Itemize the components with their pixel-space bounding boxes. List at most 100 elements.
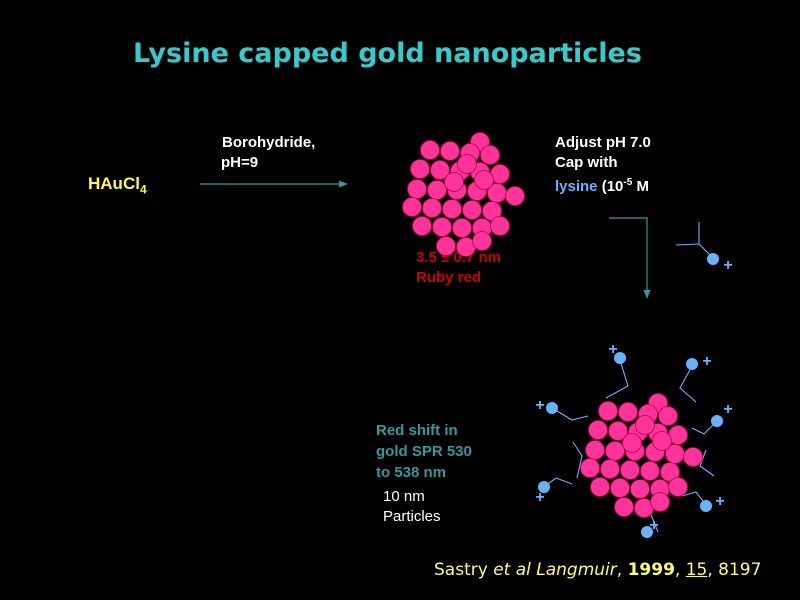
slide-title: Lysine capped gold nanoparticles [133, 38, 642, 69]
free-lysine-ligand [675, 222, 714, 259]
gold-atom [652, 431, 672, 451]
gold-atom [474, 170, 494, 190]
conc-close: M [632, 178, 649, 195]
gold-atom [608, 421, 628, 441]
lysine-amine-group [700, 500, 712, 512]
gold-atom [610, 478, 630, 498]
lysine-word: lysine [555, 178, 598, 195]
cite-volume: 15 [685, 560, 708, 580]
gold-atom [614, 497, 634, 517]
lysine-amine-group [546, 402, 558, 414]
gold-atom [412, 216, 432, 236]
gold-atom [457, 154, 477, 174]
shift-line3: to 538 nm [376, 464, 447, 481]
particle2-line1: 10 nm [383, 488, 425, 505]
gold-atom [472, 231, 492, 251]
ligand-ends: + + + + + + + + [535, 253, 733, 538]
gold-atom [407, 179, 427, 199]
arrow-reduction [200, 180, 348, 188]
particle2-line2: Particles [383, 508, 441, 525]
gold-atom [600, 459, 620, 479]
step1-line1: Borohydride, [222, 134, 316, 151]
conc-open: (10 [597, 178, 624, 195]
positive-charge: + [535, 489, 544, 506]
gold-atom [490, 216, 510, 236]
gold-atom [658, 406, 678, 426]
gold-atom [505, 186, 525, 206]
particle1-label: 3.5 ± 0.7 nm Ruby red [416, 248, 501, 288]
gold-atom [635, 415, 655, 435]
gold-atom [598, 401, 618, 421]
positive-charge: + [608, 341, 617, 358]
arrow-capping [609, 217, 651, 299]
gold-atom [452, 218, 472, 238]
cite-author: Sastry [434, 560, 494, 580]
positive-charge: + [535, 397, 544, 414]
lysine-amine-group [686, 358, 698, 370]
cite-sep: , [707, 560, 719, 580]
reactant-subscript: 4 [139, 182, 147, 197]
positive-charge: + [723, 401, 732, 418]
gold-atom [480, 145, 500, 165]
lysine-amine-group [707, 253, 719, 265]
gold-atom [440, 141, 460, 161]
particle2-label: 10 nm Particles [383, 487, 441, 527]
cite-sep: , [616, 560, 628, 580]
step2-line2: Cap with [555, 154, 618, 171]
gold-atom [585, 440, 605, 460]
gold-atom [588, 420, 608, 440]
gold-atom [430, 160, 450, 180]
gold-atom [590, 477, 610, 497]
gold-atom [580, 458, 600, 478]
step2-conditions: Adjust pH 7.0 Cap with lysine (10-5 M [555, 133, 651, 197]
nanoparticle-capped [580, 393, 703, 518]
positive-charge: + [702, 353, 711, 370]
cite-sep: , [674, 560, 686, 580]
gold-atom [620, 460, 640, 480]
shift-line1: Red shift in [376, 422, 458, 439]
reactant-main: HAuCl [88, 174, 140, 193]
lysine-amine-group [711, 415, 723, 427]
conc-exponent: -5 [623, 177, 633, 188]
gold-atom [432, 217, 452, 237]
gold-atom [622, 433, 642, 453]
positive-charge: + [723, 257, 732, 274]
positive-charge: + [649, 517, 658, 534]
cite-page: 8197 [718, 560, 762, 580]
gold-atom [640, 461, 660, 481]
lysine-amine-group [538, 481, 550, 493]
gold-atom [410, 159, 430, 179]
nanoparticle-ruby [402, 132, 525, 257]
lysine-amine-group [614, 352, 626, 364]
gold-atom [683, 447, 703, 467]
cite-etal: et al Langmuir [493, 560, 617, 580]
citation: Sastry et al Langmuir, 1999, 15, 8197 [434, 560, 761, 580]
gold-atom [462, 200, 482, 220]
gold-atom [668, 477, 688, 497]
gold-atom [427, 180, 447, 200]
lysine-amine-group [641, 526, 653, 538]
particle1-color: Ruby red [416, 269, 482, 286]
step1-conditions: Borohydride, pH=9 [221, 133, 316, 173]
cite-year: 1999 [627, 560, 675, 580]
red-shift-label: Red shift in gold SPR 530 to 538 nm [376, 420, 472, 483]
gold-atom [436, 236, 456, 256]
gold-atom [422, 198, 442, 218]
reactant-formula: HAuCl4 [88, 174, 147, 196]
gold-atom [605, 441, 625, 461]
gold-atom [444, 172, 464, 192]
shift-line2: gold SPR 530 [376, 443, 472, 460]
particle1-size: 3.5 ± 0.7 nm [416, 249, 501, 266]
gold-atom [650, 492, 670, 512]
positive-charge: + [715, 493, 724, 510]
step1-line2: pH=9 [221, 154, 259, 171]
gold-atom [630, 479, 650, 499]
gold-atom [442, 199, 462, 219]
gold-atom [618, 402, 638, 422]
gold-atom [402, 197, 422, 217]
step2-line3: lysine (10-5 M [555, 173, 651, 197]
step2-line1: Adjust pH 7.0 [555, 134, 651, 151]
gold-atom [420, 140, 440, 160]
